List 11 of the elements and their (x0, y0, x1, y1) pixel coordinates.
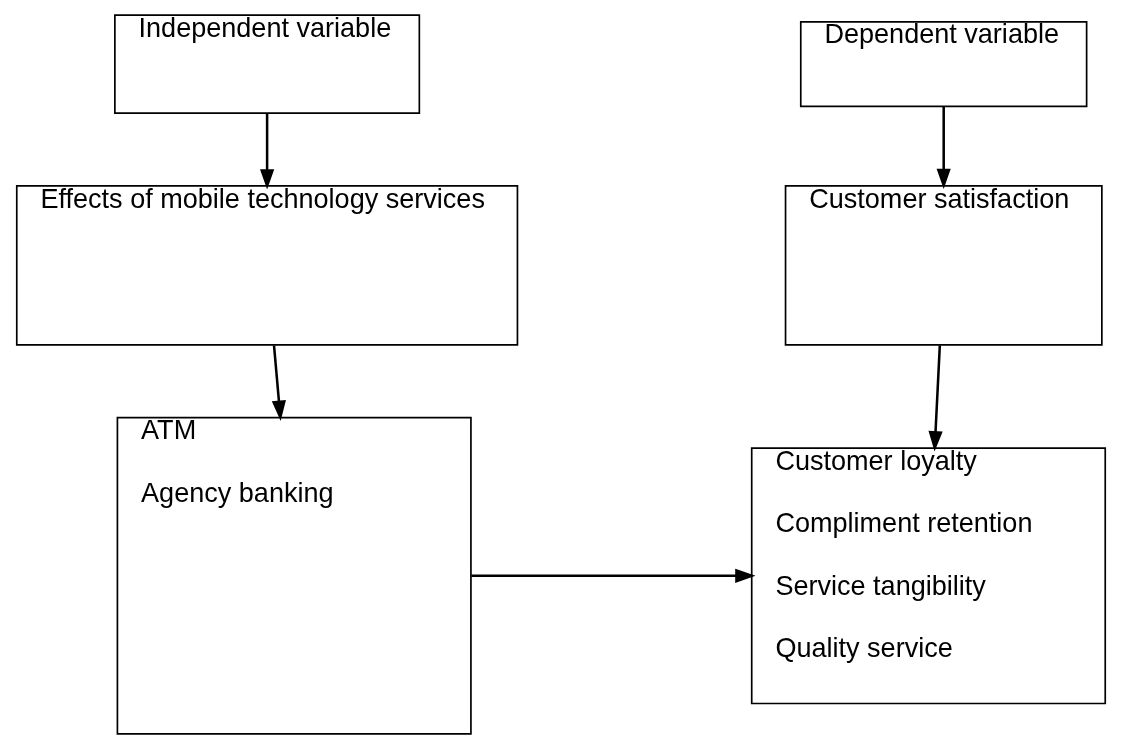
arrow (259, 113, 274, 190)
arrow (271, 345, 286, 421)
node-box: Independent variable (113, 14, 420, 114)
arrow (470, 568, 756, 583)
arrow (927, 345, 943, 452)
node-box: Customer loyalty Compliment retention Service tangibility Quality service (750, 447, 1106, 705)
node-box: ATM Agency banking (116, 416, 472, 735)
node-box: Effects of mobile technology services (15, 185, 518, 346)
node-box: Customer satisfaction (784, 185, 1103, 346)
arrow (936, 106, 951, 189)
node-box: Dependent variable (799, 21, 1087, 108)
